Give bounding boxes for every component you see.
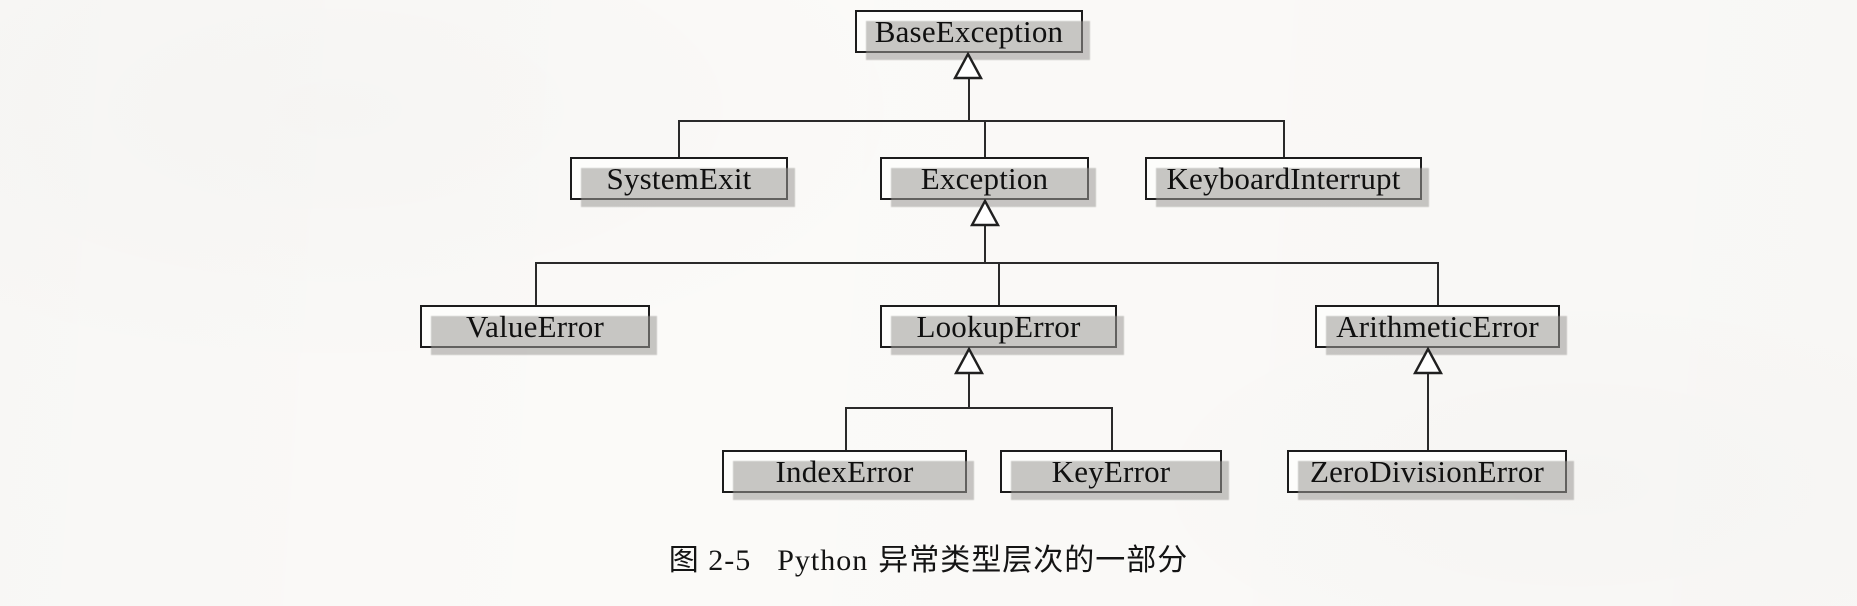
class-node-keyboardinterrupt[interactable]: KeyboardInterrupt bbox=[1145, 157, 1422, 200]
figure-caption: 图 2-5 Python 异常类型层次的一部分 bbox=[0, 535, 1857, 579]
connector-stem-lookuperror bbox=[968, 373, 970, 409]
class-node-label: ZeroDivisionError bbox=[1309, 454, 1545, 489]
class-node-valueerror[interactable]: ValueError bbox=[420, 305, 650, 348]
connector-bus-level2 bbox=[535, 262, 1438, 264]
class-node-zerodivisionerror[interactable]: ZeroDivisionError bbox=[1287, 450, 1567, 493]
figure-caption-number: 图 2-5 bbox=[668, 544, 752, 577]
figure-caption-description: 异常类型层次的一部分 bbox=[878, 544, 1189, 577]
class-node-exception[interactable]: Exception bbox=[880, 157, 1089, 200]
connector-drop-systemexit bbox=[678, 120, 680, 158]
class-node-baseexception[interactable]: BaseException bbox=[855, 10, 1083, 53]
connector-drop-arithmeticerror bbox=[1437, 262, 1439, 306]
connector-drop-exception bbox=[984, 120, 986, 158]
class-node-label: SystemExit bbox=[606, 161, 752, 196]
class-node-label: ValueError bbox=[466, 309, 604, 344]
connector-drop-indexerror bbox=[845, 407, 847, 451]
connector-drop-lookuperror bbox=[998, 262, 1000, 306]
class-node-label: Exception bbox=[920, 161, 1049, 196]
connector-drop-keyerror bbox=[1111, 407, 1113, 451]
connector-drop-valueerror bbox=[535, 262, 537, 306]
connector-stem-arithmeticerror bbox=[1427, 373, 1429, 451]
class-node-indexerror[interactable]: IndexError bbox=[722, 450, 967, 493]
connector-stem-baseexception bbox=[968, 78, 970, 122]
generalization-arrow-exception bbox=[969, 199, 1001, 227]
class-node-arithmeticerror[interactable]: ArithmeticError bbox=[1315, 305, 1560, 348]
class-node-keyerror[interactable]: KeyError bbox=[1000, 450, 1222, 493]
generalization-arrow-arithmeticerror bbox=[1412, 347, 1444, 375]
connector-stem-exception bbox=[984, 225, 986, 263]
class-node-systemexit[interactable]: SystemExit bbox=[570, 157, 788, 200]
connector-bus-level1 bbox=[678, 120, 1285, 122]
class-node-label: KeyError bbox=[1051, 454, 1171, 489]
class-node-label: LookupError bbox=[916, 309, 1081, 344]
class-node-label: IndexError bbox=[775, 454, 914, 489]
class-node-lookuperror[interactable]: LookupError bbox=[880, 305, 1117, 348]
connector-bus-level3 bbox=[845, 407, 1111, 409]
figure-caption-subject: Python bbox=[777, 544, 869, 577]
generalization-arrow-baseexception bbox=[952, 52, 984, 80]
connector-drop-keyboardinterrupt bbox=[1283, 120, 1285, 158]
class-node-label: ArithmeticError bbox=[1336, 309, 1539, 344]
class-node-label: KeyboardInterrupt bbox=[1166, 161, 1401, 196]
class-node-label: BaseException bbox=[874, 14, 1064, 49]
generalization-arrow-lookuperror bbox=[953, 347, 985, 375]
